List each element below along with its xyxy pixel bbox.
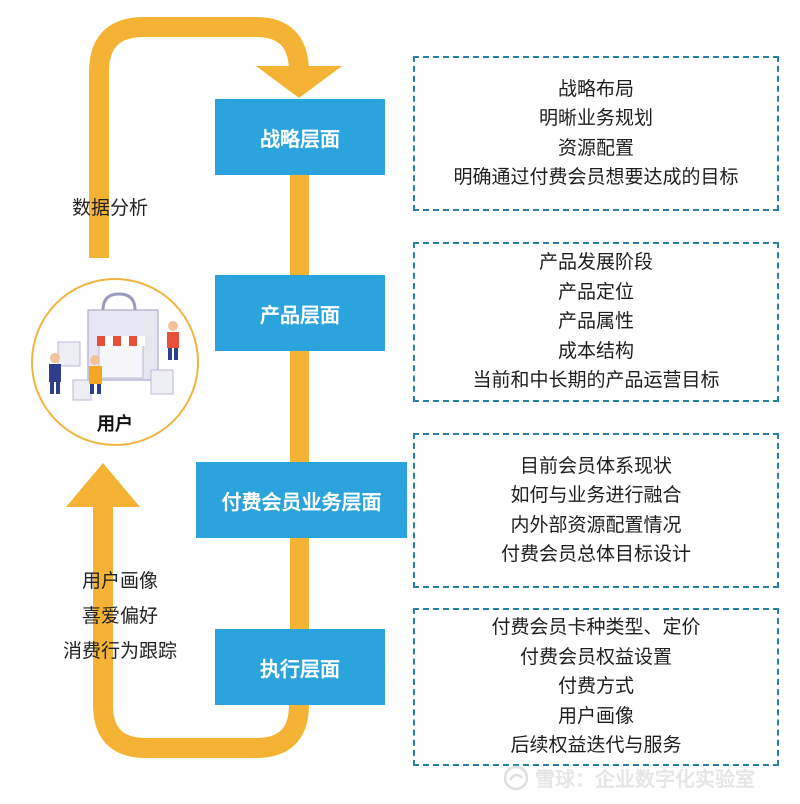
detail-paid-membership: 目前会员体系现状 如何与业务进行融合 内外部资源配置情况 付费会员总体目标设计: [413, 433, 779, 588]
user-trait-item: 喜爱偏好: [81, 605, 158, 627]
detail-line: 付费会员总体目标设计: [500, 543, 691, 565]
watermark: 雪球：企业数字化实验室: [503, 763, 755, 792]
layer-paid-membership-label: 付费会员业务层面: [221, 489, 382, 514]
shopping-illustration: [49, 292, 179, 401]
detail-strategy: 战略布局 明晰业务规划 资源配置 明确通过付费会员想要达成的目标: [413, 56, 779, 211]
detail-line: 成本结构: [557, 339, 634, 362]
user-label: 用户: [97, 414, 133, 435]
top-loop-arrow: [89, 17, 309, 258]
detail-line: 付费会员卡种类型、定价: [491, 616, 701, 639]
detail-line: 明晰业务规划: [538, 107, 653, 129]
user-trait-item: 消费行为跟踪: [62, 640, 177, 662]
detail-line: 内外部资源配置情况: [510, 513, 682, 536]
detail-line: 用户画像: [557, 704, 634, 727]
layer-execution: 执行层面: [215, 629, 385, 705]
detail-execution: 付费会员卡种类型、定价 付费会员权益设置 付费方式 用户画像 后续权益迭代与服务: [413, 608, 779, 766]
detail-line: 明确通过付费会员想要达成的目标: [453, 166, 739, 188]
detail-line: 产品发展阶段: [538, 251, 653, 274]
bottom-loop-arrow: [93, 505, 309, 758]
layer-paid-membership: 付费会员业务层面: [196, 462, 407, 538]
snowball-logo-icon: [503, 765, 529, 790]
user-node: 用户: [31, 278, 199, 446]
detail-line: 后续权益迭代与服务: [510, 734, 682, 757]
detail-line: 付费会员权益设置: [519, 645, 672, 668]
detail-line: 资源配置: [557, 136, 634, 159]
up-arrowhead: [66, 463, 140, 507]
layer-strategy: 战略层面: [215, 99, 385, 175]
layer-product: 产品层面: [215, 275, 385, 351]
detail-line: 产品定位: [557, 280, 634, 303]
user-traits-list: 用户画像 喜爱偏好 消费行为跟踪: [40, 564, 200, 669]
top-arrowhead: [256, 66, 342, 98]
detail-line: 目前会员体系现状: [519, 454, 672, 477]
detail-product: 产品发展阶段 产品定位 产品属性 成本结构 当前和中长期的产品运营目标: [413, 242, 779, 402]
watermark-text: 雪球：企业数字化实验室: [535, 767, 755, 791]
data-analysis-label: 数据分析: [72, 197, 149, 219]
layer-strategy-label: 战略层面: [260, 126, 340, 151]
user-trait-item: 用户画像: [81, 570, 158, 592]
detail-line: 战略布局: [557, 77, 634, 100]
layer-spine: [290, 170, 309, 675]
layer-product-label: 产品层面: [260, 302, 340, 327]
detail-line: 当前和中长期的产品运营目标: [472, 369, 720, 392]
layer-execution-label: 执行层面: [260, 656, 340, 681]
detail-line: 如何与业务进行融合: [510, 484, 682, 506]
detail-line: 付费方式: [557, 675, 634, 698]
detail-line: 产品属性: [557, 310, 634, 333]
